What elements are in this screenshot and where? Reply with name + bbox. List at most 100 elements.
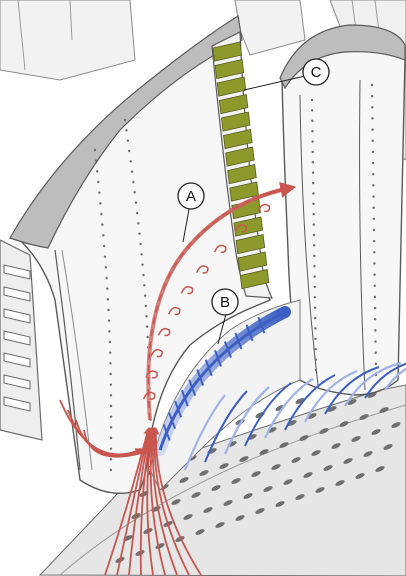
film-hole bbox=[371, 84, 373, 86]
film-hole bbox=[313, 223, 315, 225]
film-hole bbox=[98, 191, 100, 193]
film-hole bbox=[95, 159, 97, 161]
film-hole bbox=[314, 306, 316, 308]
film-hole bbox=[314, 296, 316, 298]
film-hole bbox=[108, 330, 110, 332]
film-hole bbox=[372, 151, 374, 153]
film-hole bbox=[374, 318, 376, 320]
film-hole bbox=[311, 120, 313, 122]
film-hole bbox=[132, 181, 134, 183]
film-hole bbox=[313, 275, 315, 277]
film-hole bbox=[313, 234, 315, 236]
film-hole bbox=[312, 161, 314, 163]
film-hole bbox=[372, 162, 374, 164]
film-hole bbox=[124, 119, 126, 121]
film-hole bbox=[374, 329, 376, 331]
film-hole bbox=[109, 373, 111, 375]
film-hole bbox=[312, 213, 314, 215]
film-hole bbox=[311, 109, 313, 111]
film-hole bbox=[373, 262, 375, 264]
film-hole bbox=[313, 244, 315, 246]
film-hole bbox=[374, 340, 376, 342]
film-hole bbox=[312, 171, 314, 173]
film-hole bbox=[108, 319, 110, 321]
film-hole bbox=[110, 426, 112, 428]
film-hole bbox=[315, 358, 317, 360]
film-hole bbox=[141, 263, 143, 265]
film-hole bbox=[94, 149, 96, 151]
film-hole bbox=[371, 95, 373, 97]
film-hole bbox=[139, 243, 141, 245]
film-hole bbox=[311, 140, 313, 142]
film-hole bbox=[374, 285, 376, 287]
film-hole bbox=[144, 294, 146, 296]
film-hole bbox=[106, 287, 108, 289]
film-hole bbox=[371, 106, 373, 108]
film-hole bbox=[312, 151, 314, 153]
film-hole bbox=[314, 317, 316, 319]
film-hole bbox=[374, 307, 376, 309]
film-hole bbox=[110, 415, 112, 417]
film-hole bbox=[314, 338, 316, 340]
film-hole bbox=[372, 173, 374, 175]
film-hole bbox=[129, 160, 131, 162]
film-hole bbox=[372, 195, 374, 197]
film-hole bbox=[110, 437, 112, 439]
film-hole bbox=[109, 362, 111, 364]
left-partial-vane bbox=[0, 240, 42, 440]
film-hole bbox=[371, 117, 373, 119]
film-hole bbox=[314, 348, 316, 350]
film-hole bbox=[142, 274, 144, 276]
film-hole bbox=[107, 309, 109, 311]
film-hole bbox=[314, 286, 316, 288]
film-hole bbox=[145, 305, 147, 307]
film-hole bbox=[110, 447, 112, 449]
film-hole bbox=[136, 212, 138, 214]
film-hole bbox=[311, 130, 313, 132]
film-hole bbox=[312, 182, 314, 184]
film-hole bbox=[313, 255, 315, 257]
film-hole bbox=[375, 363, 377, 365]
film-hole bbox=[110, 458, 112, 460]
film-hole bbox=[373, 273, 375, 275]
film-hole bbox=[103, 245, 105, 247]
film-hole bbox=[374, 351, 376, 353]
film-hole bbox=[372, 140, 374, 142]
film-hole bbox=[104, 255, 106, 257]
callout-c-label: C bbox=[311, 64, 322, 81]
film-hole bbox=[131, 170, 133, 172]
callout-a-label: A bbox=[186, 188, 196, 205]
callout-b-label: B bbox=[220, 294, 230, 311]
film-hole bbox=[311, 99, 313, 101]
film-hole bbox=[312, 192, 314, 194]
film-hole bbox=[140, 253, 142, 255]
film-hole bbox=[110, 469, 112, 471]
film-hole bbox=[105, 266, 107, 268]
film-hole bbox=[105, 277, 107, 279]
film-hole bbox=[373, 251, 375, 253]
film-hole bbox=[138, 232, 140, 234]
film-hole bbox=[371, 128, 373, 130]
film-hole bbox=[135, 201, 137, 203]
film-hole bbox=[146, 325, 148, 327]
film-hole bbox=[96, 170, 98, 172]
film-hole bbox=[314, 327, 316, 329]
film-hole bbox=[137, 222, 139, 224]
film-hole bbox=[372, 184, 374, 186]
film-hole bbox=[110, 383, 112, 385]
film-hole bbox=[107, 298, 109, 300]
film-hole bbox=[110, 394, 112, 396]
film-hole bbox=[97, 181, 99, 183]
film-hole bbox=[143, 284, 145, 286]
film-hole bbox=[125, 129, 127, 131]
film-hole bbox=[373, 240, 375, 242]
film-hole bbox=[100, 213, 102, 215]
film-hole bbox=[312, 203, 314, 205]
film-hole bbox=[372, 206, 374, 208]
film-hole bbox=[315, 369, 317, 371]
film-hole bbox=[99, 202, 101, 204]
film-hole bbox=[146, 336, 148, 338]
film-hole bbox=[373, 229, 375, 231]
film-hole bbox=[145, 315, 147, 317]
